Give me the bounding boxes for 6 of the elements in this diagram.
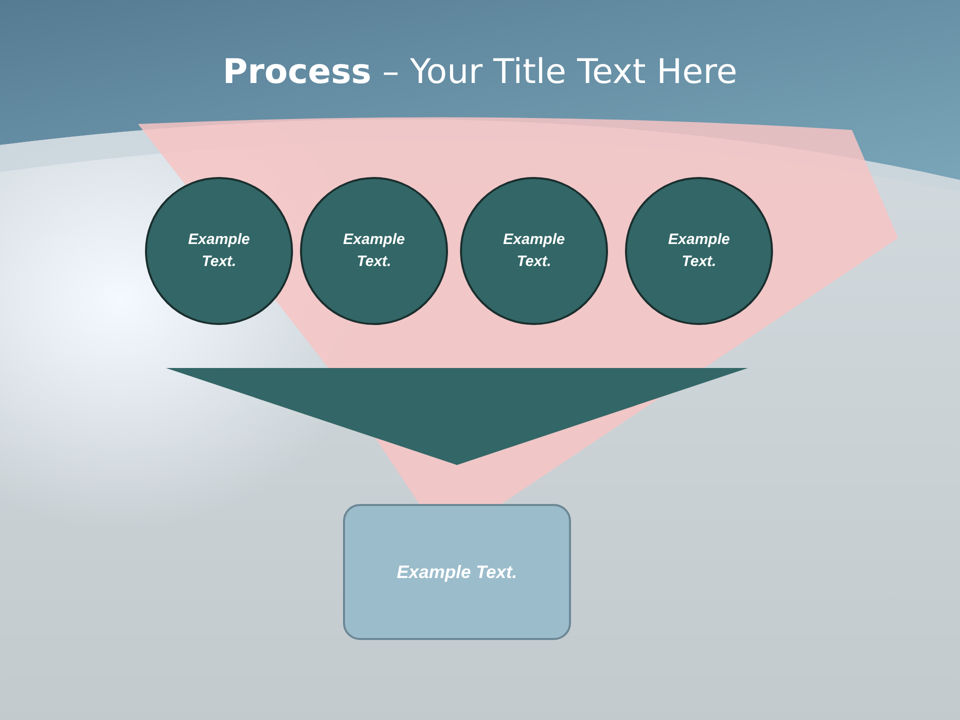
node-text: Example Text. — [187, 230, 251, 272]
node-text: Example Text. — [667, 230, 731, 272]
node-text: Example Text. — [342, 230, 406, 272]
slide-title: Process – Your Title Text Here — [222, 52, 738, 92]
node-text: Example Text. — [396, 560, 518, 584]
node-text: Example Text. — [502, 230, 566, 272]
